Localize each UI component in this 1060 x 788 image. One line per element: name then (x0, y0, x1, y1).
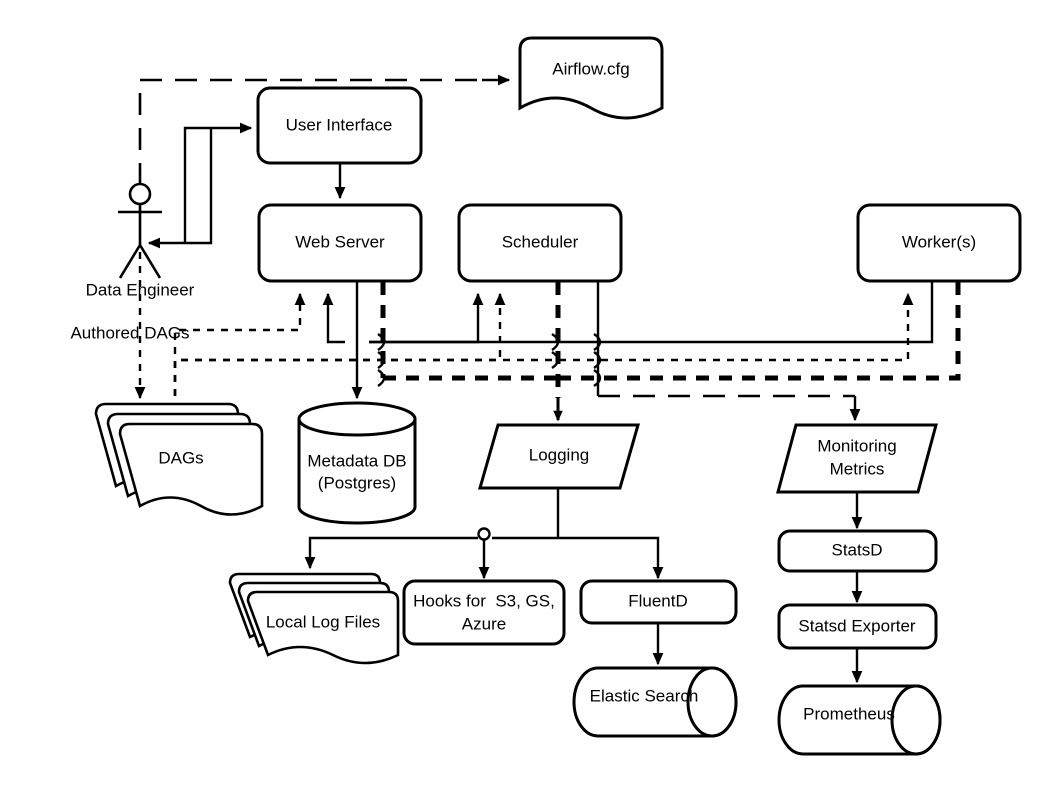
node-metadata-db-label-line2: (Postgres) (318, 473, 396, 492)
node-hooks-label-line1: Hooks for S3, GS, (413, 591, 555, 610)
node-airflow-cfg[interactable]: Airflow.cfg (518, 36, 664, 120)
node-local-log-files-label: Local Log Files (266, 612, 380, 631)
edge-workers-to-logging (558, 282, 961, 381)
node-monitoring-metrics-label-line1: Monitoring (817, 436, 896, 455)
actor-head-icon (128, 182, 152, 206)
node-statsd-exporter-label: Statsd Exporter (798, 616, 916, 635)
node-elastic-search[interactable]: Elastic Search (572, 666, 738, 738)
node-hooks[interactable]: Hooks for S3, GS, Azure (402, 579, 566, 646)
node-elastic-search-label: Elastic Search (590, 686, 699, 705)
node-workers[interactable]: Worker(s) (856, 203, 1022, 283)
node-statsd-label: StatsD (831, 540, 882, 559)
node-workers-label: Worker(s) (902, 232, 976, 251)
node-local-log-files[interactable]: Local Log Files (228, 572, 400, 665)
node-hooks-label-line2: Azure (462, 614, 506, 633)
node-fluentd[interactable]: FluentD (579, 579, 738, 625)
node-metadata-db[interactable]: Metadata DB (Postgres) (297, 401, 417, 525)
edge-dags-to-scheduler (173, 292, 506, 410)
node-monitoring-metrics[interactable]: Monitoring Metrics (776, 423, 938, 494)
edge-metadata-db-to-web-server (322, 292, 345, 344)
edge-label-authored-dags: Authored DAGs (70, 323, 189, 342)
node-scheduler-label: Scheduler (502, 232, 579, 251)
node-dags[interactable]: DAGs (94, 402, 264, 516)
node-data-engineer-label: Data Engineer (86, 280, 195, 299)
node-dags-label: DAGs (158, 448, 203, 467)
node-user-interface[interactable]: User Interface (256, 86, 423, 165)
node-prometheus-label: Prometheus (803, 704, 895, 723)
edge-scheduler-to-logging (383, 282, 563, 422)
edge-logging-branch (304, 488, 664, 580)
edge-user-interface-to-data-engineer (147, 128, 213, 249)
edge-scheduler-to-monitoring-metrics (596, 282, 861, 422)
node-metadata-db-label-line1: Metadata DB (307, 451, 406, 470)
node-logging-label: Logging (529, 445, 590, 464)
node-user-interface-label: User Interface (286, 115, 393, 134)
node-data-engineer[interactable]: Data Engineer (86, 182, 195, 299)
edge-dags-to-web-server (173, 292, 306, 410)
edge-data-engineer-to-airflow-cfg (138, 74, 511, 185)
node-prometheus[interactable]: Prometheus (777, 684, 942, 756)
node-monitoring-metrics-label-line2: Metrics (830, 459, 885, 478)
node-scheduler[interactable]: Scheduler (457, 203, 623, 283)
node-logging[interactable]: Logging (478, 423, 640, 490)
node-web-server-label: Web Server (295, 232, 385, 251)
node-web-server[interactable]: Web Server (257, 203, 423, 283)
edge-metadata-db-to-workers (369, 282, 934, 344)
node-statsd[interactable]: StatsD (777, 529, 938, 573)
line-jump-marks (377, 333, 602, 387)
node-airflow-cfg-label: Airflow.cfg (552, 59, 629, 78)
node-fluentd-label: FluentD (628, 591, 688, 610)
edge-dags-to-workers (173, 292, 914, 410)
edge-data-engineer-to-user-interface (183, 122, 253, 243)
node-statsd-exporter[interactable]: Statsd Exporter (777, 603, 938, 650)
